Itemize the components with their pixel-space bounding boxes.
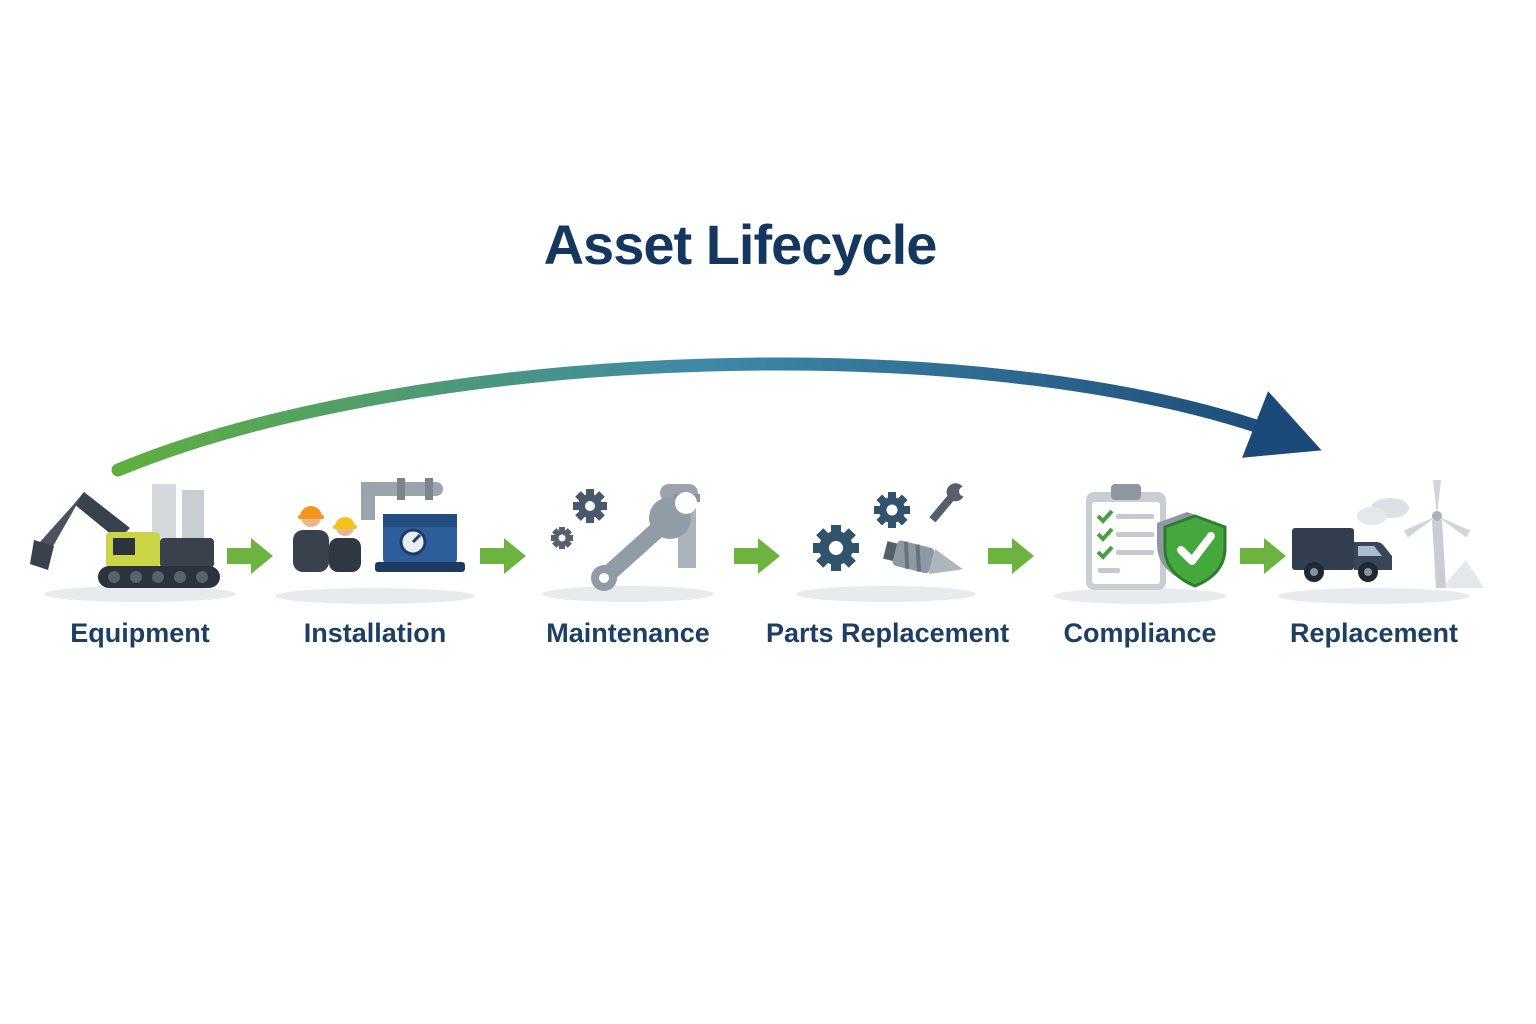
arrow-right-icon [734,538,780,574]
stage-label: Installation [303,618,447,648]
workers-machinery-icon [275,478,475,604]
stage-label: Compliance [1063,618,1217,648]
stage-label: Maintenance [546,618,710,648]
stage-equipment: Equipment [20,476,260,649]
checklist-shield-icon [1054,484,1227,604]
stage-installation: Installation [255,476,495,649]
stage-compliance: Compliance [1020,476,1260,649]
stage-label: Parts Replacement [766,618,1010,648]
wrench-gears-icon [542,484,714,602]
page-title: Asset Lifecycle [543,213,938,276]
stage-label: Replacement [1289,618,1459,648]
stage-replacement: Replacement [1254,476,1494,649]
stage-maintenance: Maintenance [508,476,748,649]
stage-parts-replacement: Parts Replacement [766,476,1010,649]
stage-label: Equipment [70,618,210,648]
arrow-right-icon [227,538,273,574]
arrow-right-icon [1240,538,1286,574]
truck-wind-turbine-icon [1278,480,1484,604]
arrow-right-icon [480,538,526,574]
gears-drill-bit-icon [796,483,976,602]
excavator-icon [30,484,236,602]
arrow-right-icon [988,538,1034,574]
